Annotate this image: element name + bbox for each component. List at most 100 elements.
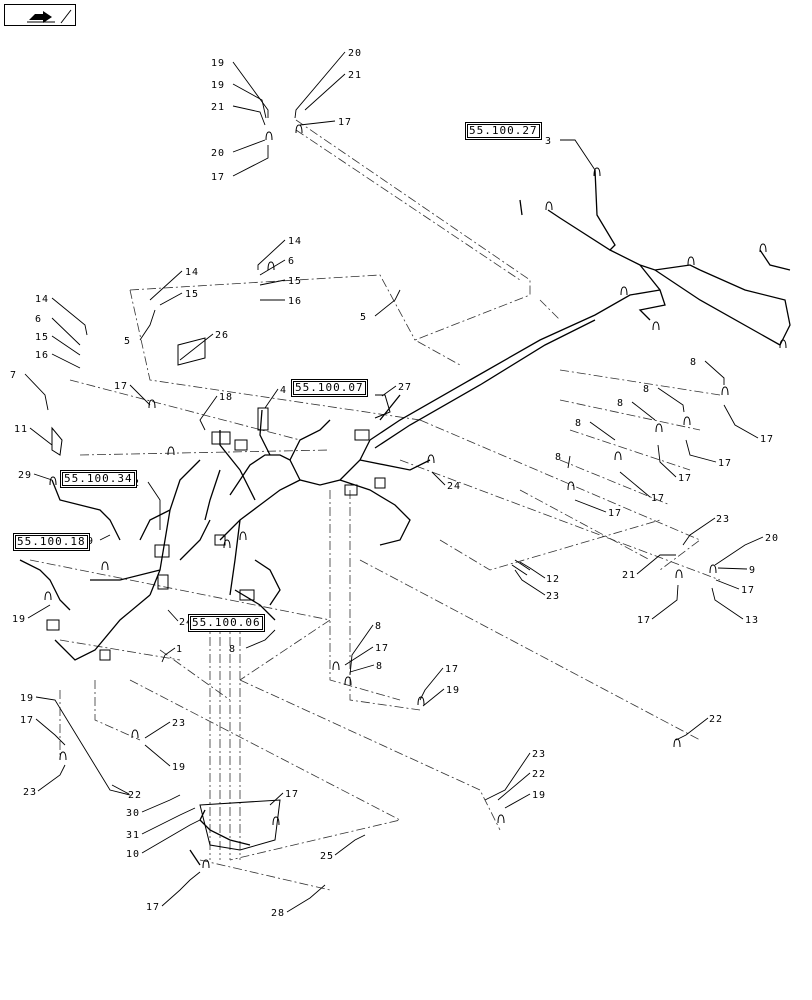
hose-clip bbox=[683, 416, 691, 426]
callout-number: 15 bbox=[288, 276, 302, 287]
harness-wire bbox=[289, 419, 331, 461]
callout-number: 12 bbox=[546, 574, 560, 585]
phantom-line bbox=[399, 459, 721, 581]
harness-connector bbox=[234, 439, 248, 451]
harness-wire bbox=[204, 469, 221, 521]
callout-leader bbox=[232, 145, 269, 177]
callout-leader bbox=[294, 51, 346, 119]
callout-number: 19 bbox=[12, 614, 26, 625]
reference-box-55-100-18[interactable]: 55.100.18 bbox=[13, 533, 90, 551]
phantom-line bbox=[159, 649, 231, 701]
callout-leader bbox=[304, 73, 346, 111]
callout-number: 15 bbox=[35, 332, 49, 343]
hose-clip bbox=[675, 569, 683, 579]
mount-plate-10 bbox=[199, 799, 281, 851]
hose-clip bbox=[567, 481, 575, 491]
harness-wire bbox=[259, 409, 271, 456]
callout-number: 17 bbox=[678, 473, 692, 484]
harness-wire bbox=[609, 249, 701, 271]
callout-leader bbox=[141, 794, 181, 813]
callout-leader bbox=[147, 481, 161, 530]
callout-leader bbox=[349, 624, 374, 676]
callout-number: 22 bbox=[532, 769, 546, 780]
callout-leader bbox=[589, 421, 616, 441]
harness-wire bbox=[519, 199, 523, 216]
hose-clip bbox=[265, 131, 273, 141]
callout-number: 24 bbox=[447, 481, 461, 492]
hose-clip bbox=[620, 286, 628, 296]
callout-leader bbox=[419, 667, 444, 701]
hose-clip bbox=[759, 243, 767, 253]
hose-clip bbox=[779, 339, 787, 349]
callout-number: 17 bbox=[375, 643, 389, 654]
callout-number: 17 bbox=[20, 715, 34, 726]
phantom-line bbox=[519, 489, 651, 561]
callout-leader bbox=[675, 717, 709, 741]
callout-leader bbox=[704, 360, 725, 385]
harness-wire bbox=[90, 569, 161, 581]
reference-box-55-100-07[interactable]: 55.100.07 bbox=[291, 379, 368, 397]
harness-wire bbox=[179, 519, 211, 561]
callout-number: 29 bbox=[18, 470, 32, 481]
harness-connector bbox=[239, 589, 255, 601]
reference-box-55-100-27[interactable]: 55.100.27 bbox=[465, 122, 542, 140]
reference-box-55-100-06[interactable]: 55.100.06 bbox=[188, 614, 265, 632]
callout-leader bbox=[51, 335, 81, 356]
callout-number: 19 bbox=[172, 762, 186, 773]
harness-wire bbox=[638, 264, 666, 321]
harness-connector bbox=[344, 484, 358, 496]
callout-number: 10 bbox=[126, 849, 140, 860]
callout-number: 17 bbox=[608, 508, 622, 519]
hose-clip bbox=[427, 454, 435, 464]
callout-leader bbox=[35, 696, 131, 796]
harness-connector bbox=[211, 431, 231, 445]
callout-number: 17 bbox=[741, 585, 755, 596]
callout-leader bbox=[259, 279, 286, 286]
callout-number: 20 bbox=[348, 48, 362, 59]
callout-leader bbox=[344, 646, 374, 666]
callout-leader bbox=[286, 884, 326, 913]
harness-wire bbox=[229, 454, 301, 496]
callout-number: 27 bbox=[398, 382, 412, 393]
callout-number: 28 bbox=[271, 908, 285, 919]
callout-number: 21 bbox=[348, 70, 362, 81]
reference-box-55-100-34[interactable]: 55.100.34 bbox=[60, 470, 137, 488]
previous-page-button[interactable] bbox=[4, 4, 76, 26]
phantom-line bbox=[559, 369, 721, 396]
harness-wire bbox=[234, 589, 276, 621]
callout-number: 19 bbox=[20, 693, 34, 704]
callout-leader bbox=[484, 752, 531, 801]
harness-wire bbox=[219, 439, 371, 541]
callout-leader bbox=[144, 721, 171, 739]
callout-number: 4 bbox=[280, 385, 287, 396]
callout-leader bbox=[245, 629, 276, 649]
callout-leader bbox=[51, 317, 81, 346]
callout-number: 8 bbox=[376, 661, 383, 672]
harness-wire bbox=[379, 394, 401, 421]
callout-leader bbox=[149, 270, 183, 301]
harness-connector bbox=[154, 544, 170, 558]
callout-number: 25 bbox=[320, 851, 334, 862]
hose-clip bbox=[497, 814, 505, 824]
callout-number: 8 bbox=[555, 452, 562, 463]
bracket-11 bbox=[51, 426, 63, 456]
callout-number: 8 bbox=[617, 398, 624, 409]
callout-leader bbox=[519, 561, 546, 579]
callout-number: 20 bbox=[765, 533, 779, 544]
harness-wire bbox=[759, 249, 791, 271]
hose-clip bbox=[167, 446, 175, 456]
hose-clip bbox=[267, 261, 275, 271]
harness-connector bbox=[354, 429, 370, 441]
hose-clip bbox=[223, 539, 231, 549]
callout-leader bbox=[431, 471, 446, 486]
callout-leader bbox=[497, 772, 531, 801]
harness-wire bbox=[19, 559, 71, 611]
callout-number: 16 bbox=[288, 296, 302, 307]
callout-leader bbox=[723, 404, 759, 439]
callout-leader bbox=[657, 387, 685, 413]
hose-clip bbox=[272, 816, 280, 826]
phantom-line bbox=[349, 490, 421, 711]
callout-number: 8 bbox=[575, 418, 582, 429]
callout-leader bbox=[24, 373, 49, 411]
